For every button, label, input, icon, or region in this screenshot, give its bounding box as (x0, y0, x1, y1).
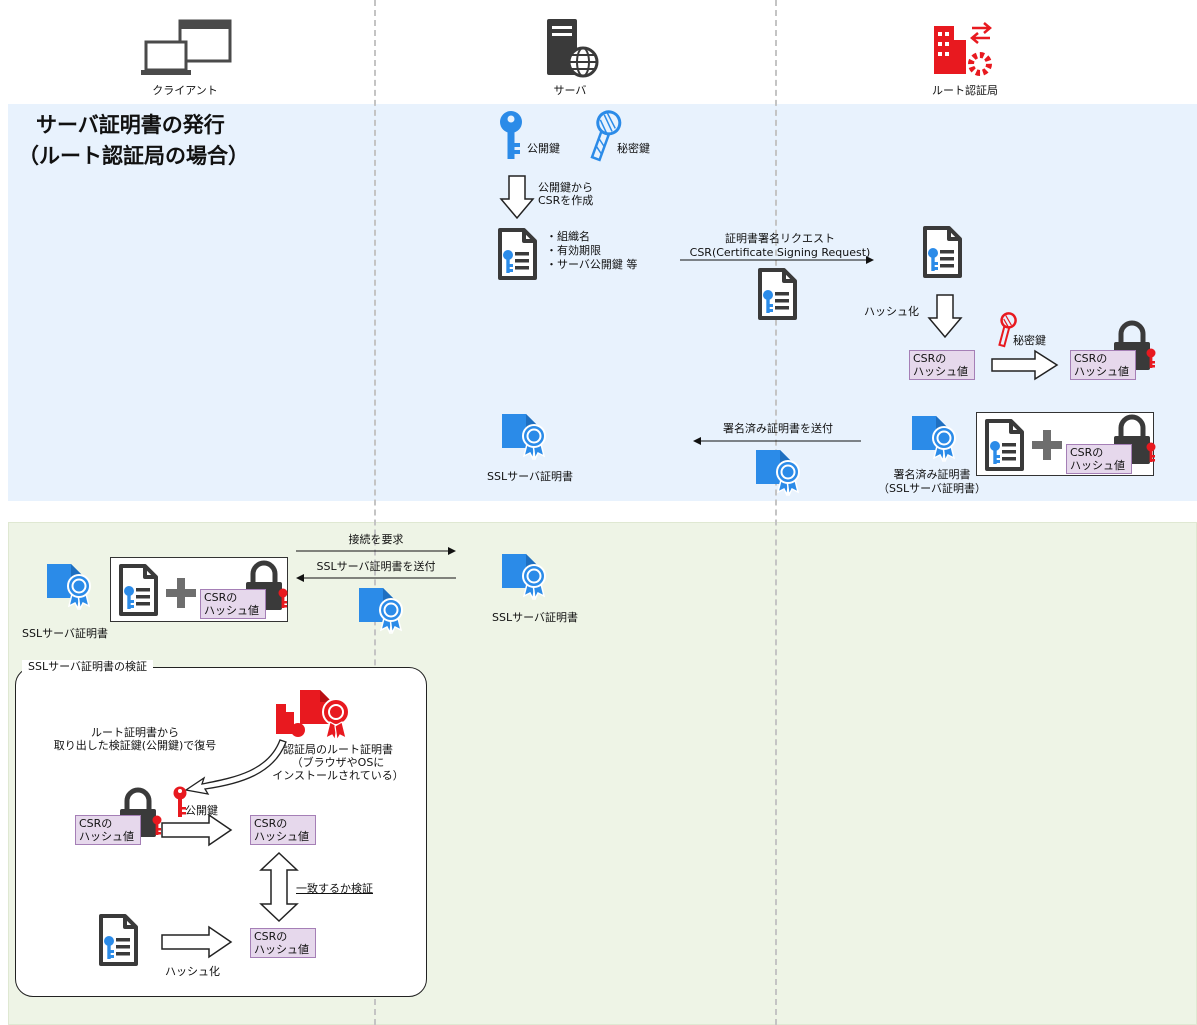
lane-divider-server-ca (775, 0, 777, 1025)
csr-hash-line2: ハッシュ値 (913, 365, 968, 378)
csr-hash-line1: CSRの (913, 352, 947, 365)
create-csr-arrow (499, 175, 535, 220)
client-cert-hash: CSRの ハッシュ値 (200, 589, 266, 619)
signed-cert-icon (910, 410, 960, 462)
computed-hash-line1: CSRの (254, 930, 288, 943)
root-public-key-icon (173, 786, 187, 817)
request-connection-label: 接続を要求 (348, 533, 404, 546)
lane-divider-client-server (374, 0, 376, 1025)
encrypted-hash-line1: CSRの (1074, 352, 1108, 365)
root-cert-label-line2: （ブラウザやOSに (291, 756, 385, 769)
extract-key-arrow (184, 739, 287, 795)
connection-server-cert-label: SSLサーバ証明書 (492, 611, 578, 624)
client-cert-hash-line2: ハッシュ値 (204, 604, 259, 617)
send-signed-cert-arrow (693, 437, 861, 445)
signed-cert-hash-line1: CSRの (1070, 446, 1104, 459)
hashing-label: ハッシュ化 (864, 305, 919, 318)
public-key-icon (500, 111, 522, 159)
encrypted-hash-line2: ハッシュ値 (1074, 365, 1129, 378)
csr-document-icon (497, 228, 537, 280)
csr-in-transit-icon (757, 268, 797, 320)
lane-label-client: クライアント (152, 84, 218, 97)
verify-hashing-label: ハッシュ化 (165, 965, 220, 978)
encrypted-hash-received-line1: CSRの (79, 817, 113, 830)
csr-hash-value: CSRの ハッシュ値 (909, 350, 975, 380)
verify-hash-arrow (161, 925, 233, 959)
sign-arrow (991, 349, 1059, 381)
compare-label: 一致するか検証 (296, 882, 373, 895)
connection-server-cert-icon (500, 548, 550, 600)
decrypt-note-line1: ルート証明書から (91, 726, 179, 739)
signed-cert-in-transit-icon (754, 444, 804, 496)
client-cert-hash-line1: CSRの (204, 591, 238, 604)
csr-request-arrow (680, 256, 874, 264)
ca-private-key-label: 秘密鍵 (1013, 334, 1046, 347)
diagram-title-line2: （ルート認証局の場合） (18, 144, 249, 168)
client-devices-icon (141, 19, 232, 75)
send-ssl-cert-arrow (296, 574, 456, 582)
send-ssl-cert-label: SSLサーバ証明書を送付 (316, 560, 436, 573)
client-cert-csr-icon (118, 564, 158, 616)
encrypted-csr-hash: CSRの ハッシュ値 (1070, 350, 1136, 380)
diagram-title-line1: サーバ証明書の発行 (36, 113, 225, 137)
encrypted-hash-received: CSRの ハッシュ値 (75, 815, 141, 845)
csr-field-org: ・組織名 (546, 230, 590, 243)
ssl-cert-in-transit-icon (357, 582, 407, 634)
decrypted-hash-line2: ハッシュ値 (254, 830, 309, 843)
request-connection-arrow (296, 547, 456, 555)
computed-hash-line2: ハッシュ値 (254, 943, 309, 956)
decrypted-hash-line1: CSRの (254, 817, 288, 830)
root-public-key-label: 公開鍵 (185, 804, 218, 817)
csr-field-validity: ・有効期限 (546, 244, 601, 257)
root-cert-label-line3: インストールされている） (272, 769, 404, 782)
private-key-label: 秘密鍵 (617, 142, 650, 155)
server-ssl-cert-icon (500, 408, 550, 460)
lane-label-root-ca: ルート認証局 (932, 84, 998, 97)
server-ssl-cert-label: SSLサーバ証明書 (487, 470, 573, 483)
client-ssl-cert-icon (45, 558, 95, 610)
client-ssl-cert-label: SSLサーバ証明書 (22, 627, 108, 640)
csr-field-server-key: ・サーバ公開鍵 等 (546, 258, 638, 271)
client-plus-icon (166, 578, 196, 608)
received-csr-icon (922, 226, 962, 278)
send-signed-cert-label: 署名済み証明書を送付 (723, 422, 833, 435)
signed-cert-hash-line2: ハッシュ値 (1070, 459, 1125, 472)
decrypt-arrow (161, 813, 233, 847)
server-icon (547, 19, 599, 78)
private-key-icon (590, 110, 622, 162)
lane-label-server: サーバ (553, 84, 587, 97)
csr-request-line1: 証明書署名リクエスト (725, 232, 835, 245)
decrypted-hash: CSRの ハッシュ値 (250, 815, 316, 845)
root-certificate-icon (276, 690, 350, 742)
public-key-label: 公開鍵 (527, 142, 560, 155)
signed-cert-label-line1: 署名済み証明書 (893, 468, 971, 481)
csr-request-line2: CSR(Certificate Signing Request) (689, 246, 871, 259)
signed-cert-hash: CSRの ハッシュ値 (1066, 444, 1132, 474)
decrypt-note-line2: 取り出した検証鍵(公開鍵)で復号 (53, 739, 217, 752)
signed-cert-label-line2: （SSLサーバ証明書） (878, 482, 986, 495)
create-csr-line1: 公開鍵から (538, 181, 593, 194)
hash-csr-arrow (927, 294, 963, 339)
certificate-authority-icon (934, 22, 992, 76)
computed-hash: CSRの ハッシュ値 (250, 928, 316, 958)
plus-icon (1032, 430, 1062, 460)
verify-csr-document-icon (98, 914, 138, 966)
verification-title: SSLサーバ証明書の検証 (22, 660, 153, 673)
signed-cert-csr-icon (984, 419, 1024, 471)
ca-private-key-icon (998, 312, 1017, 348)
create-csr-line2: CSRを作成 (538, 194, 594, 207)
encrypted-hash-received-line2: ハッシュ値 (79, 830, 134, 843)
compare-arrow (259, 851, 299, 923)
root-cert-label-line1: 認証局のルート証明書 (283, 743, 393, 756)
